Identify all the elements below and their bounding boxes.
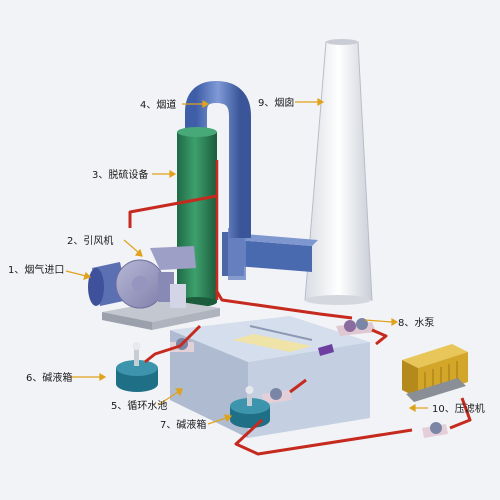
outlet-duct [222,228,318,280]
label-flue-gas-inlet: 1、烟气进口 [8,263,64,276]
filter-press [402,344,468,402]
label-induced-draft-fan: 2、引风机 [67,234,113,247]
fan-base [102,300,220,330]
label-arrows [65,97,428,425]
label-water-pump: 8、水泵 [398,317,434,329]
label-alkali-tank-7: 7、碱液箱 [160,418,206,431]
flue-duct [185,80,251,238]
label-chimney: 9、烟囱 [258,96,294,109]
label-circulation-pool: 5、循环水池 [111,399,167,412]
label-filter-press: 10、压滤机 [432,402,485,415]
desulfurization-tower [177,127,219,307]
pump-near-filter-press [422,422,448,438]
label-alkali-tank-6: 6、碱液箱 [26,371,72,384]
alkali-tank-6 [116,342,158,392]
label-desulfurization-equipment: 3、脱硫设备 [92,168,148,181]
chimney [304,39,373,305]
pump-near-tank-7 [262,388,292,404]
water-pump [336,318,376,336]
circulation-pool [170,316,370,438]
induced-draft-fan [115,246,196,309]
pipe-network [128,194,472,456]
diagram-labels: 4、烟道 9、烟囱 3、脱硫设备 2、引风机 1、烟气进口 6、碱液箱 5、循环… [8,96,485,431]
label-flue-duct: 4、烟道 [140,98,176,111]
